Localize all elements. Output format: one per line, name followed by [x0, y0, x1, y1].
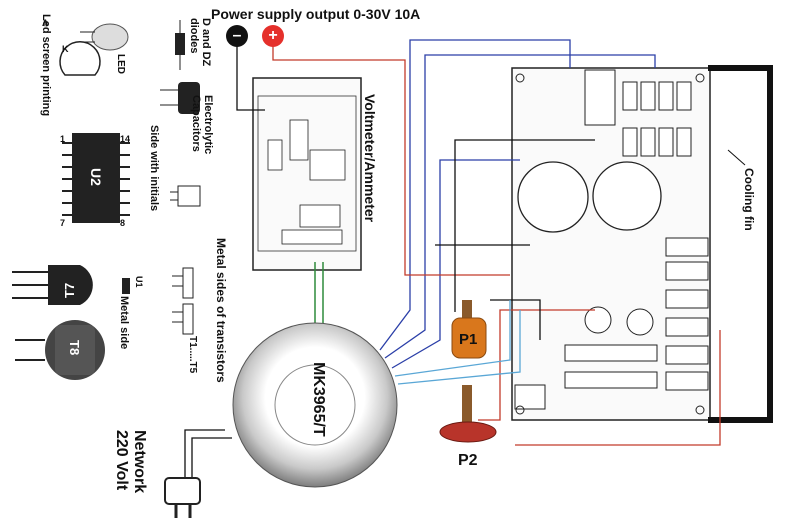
network-label: Network [131, 430, 148, 494]
u1-label: U1 [134, 276, 144, 288]
wires-black [184, 42, 595, 490]
led-label: LED [115, 54, 126, 74]
led-pin-a: A [42, 18, 49, 28]
voltmeter-label: Voltmeter/Ammeter [362, 94, 378, 223]
electrolytic-capacitor [160, 82, 200, 114]
potentiometer-p2 [439, 385, 497, 443]
wires-blue [379, 39, 656, 369]
t1-t5-label: T1.....T5 [187, 336, 198, 374]
transformer-label: MK3965/T [310, 362, 327, 437]
pcb-transistors [665, 237, 709, 391]
ic-u1 [122, 278, 130, 294]
diagram-title: Power supply output 0-30V 10A [211, 6, 421, 22]
ic-u2 [62, 133, 130, 223]
p1-label: P1 [459, 331, 478, 348]
wires-green [314, 262, 324, 330]
relay [584, 69, 616, 126]
ic-pin-14: 14 [120, 134, 131, 144]
transistors-t1-t5 [172, 267, 194, 335]
zener-diode [175, 20, 185, 70]
wires-lightblue [394, 300, 521, 385]
plus-symbol: + [268, 27, 278, 44]
p2-label: P2 [458, 452, 478, 469]
pcb-diodes [622, 81, 692, 157]
capacitor-c2 [592, 161, 662, 231]
ic-pin-7: 7 [60, 218, 66, 228]
network-volt-label: 220 Volt [113, 430, 130, 491]
transistor-t8 [15, 320, 105, 380]
regulator-t6 [170, 185, 201, 207]
u2-label: U2 [88, 168, 104, 186]
capacitors-label: Electrolytic Capacitors [190, 95, 214, 155]
output-plus-terminal: + [262, 25, 284, 47]
led-component [59, 23, 129, 76]
t7-label: T7 [62, 282, 77, 298]
metal-sides-transistors-label: Metal sides of transistors [214, 238, 228, 383]
transistor-t7 [12, 265, 93, 305]
output-minus-terminal: – [226, 25, 248, 47]
potentiometer-p1 [451, 300, 487, 359]
led-pin-k: K [62, 44, 69, 54]
led-screen-label: Led screen printing [40, 14, 52, 117]
minus-symbol: – [232, 27, 242, 44]
mains-plug [164, 477, 201, 518]
t8-label: T8 [67, 340, 82, 356]
metal-side-label: Metal side [118, 296, 130, 350]
wires-red [272, 42, 721, 446]
diodes-label: D and DZ diodes [188, 18, 212, 67]
cooling-fin-label: Cooling fin [742, 168, 756, 231]
side-initials-label: Side with initials [148, 125, 160, 212]
ic-pin-1: 1 [60, 134, 66, 144]
cooling-fin [708, 65, 773, 423]
ic-pin-8: 8 [120, 218, 126, 228]
capacitor-c1 [517, 161, 589, 233]
